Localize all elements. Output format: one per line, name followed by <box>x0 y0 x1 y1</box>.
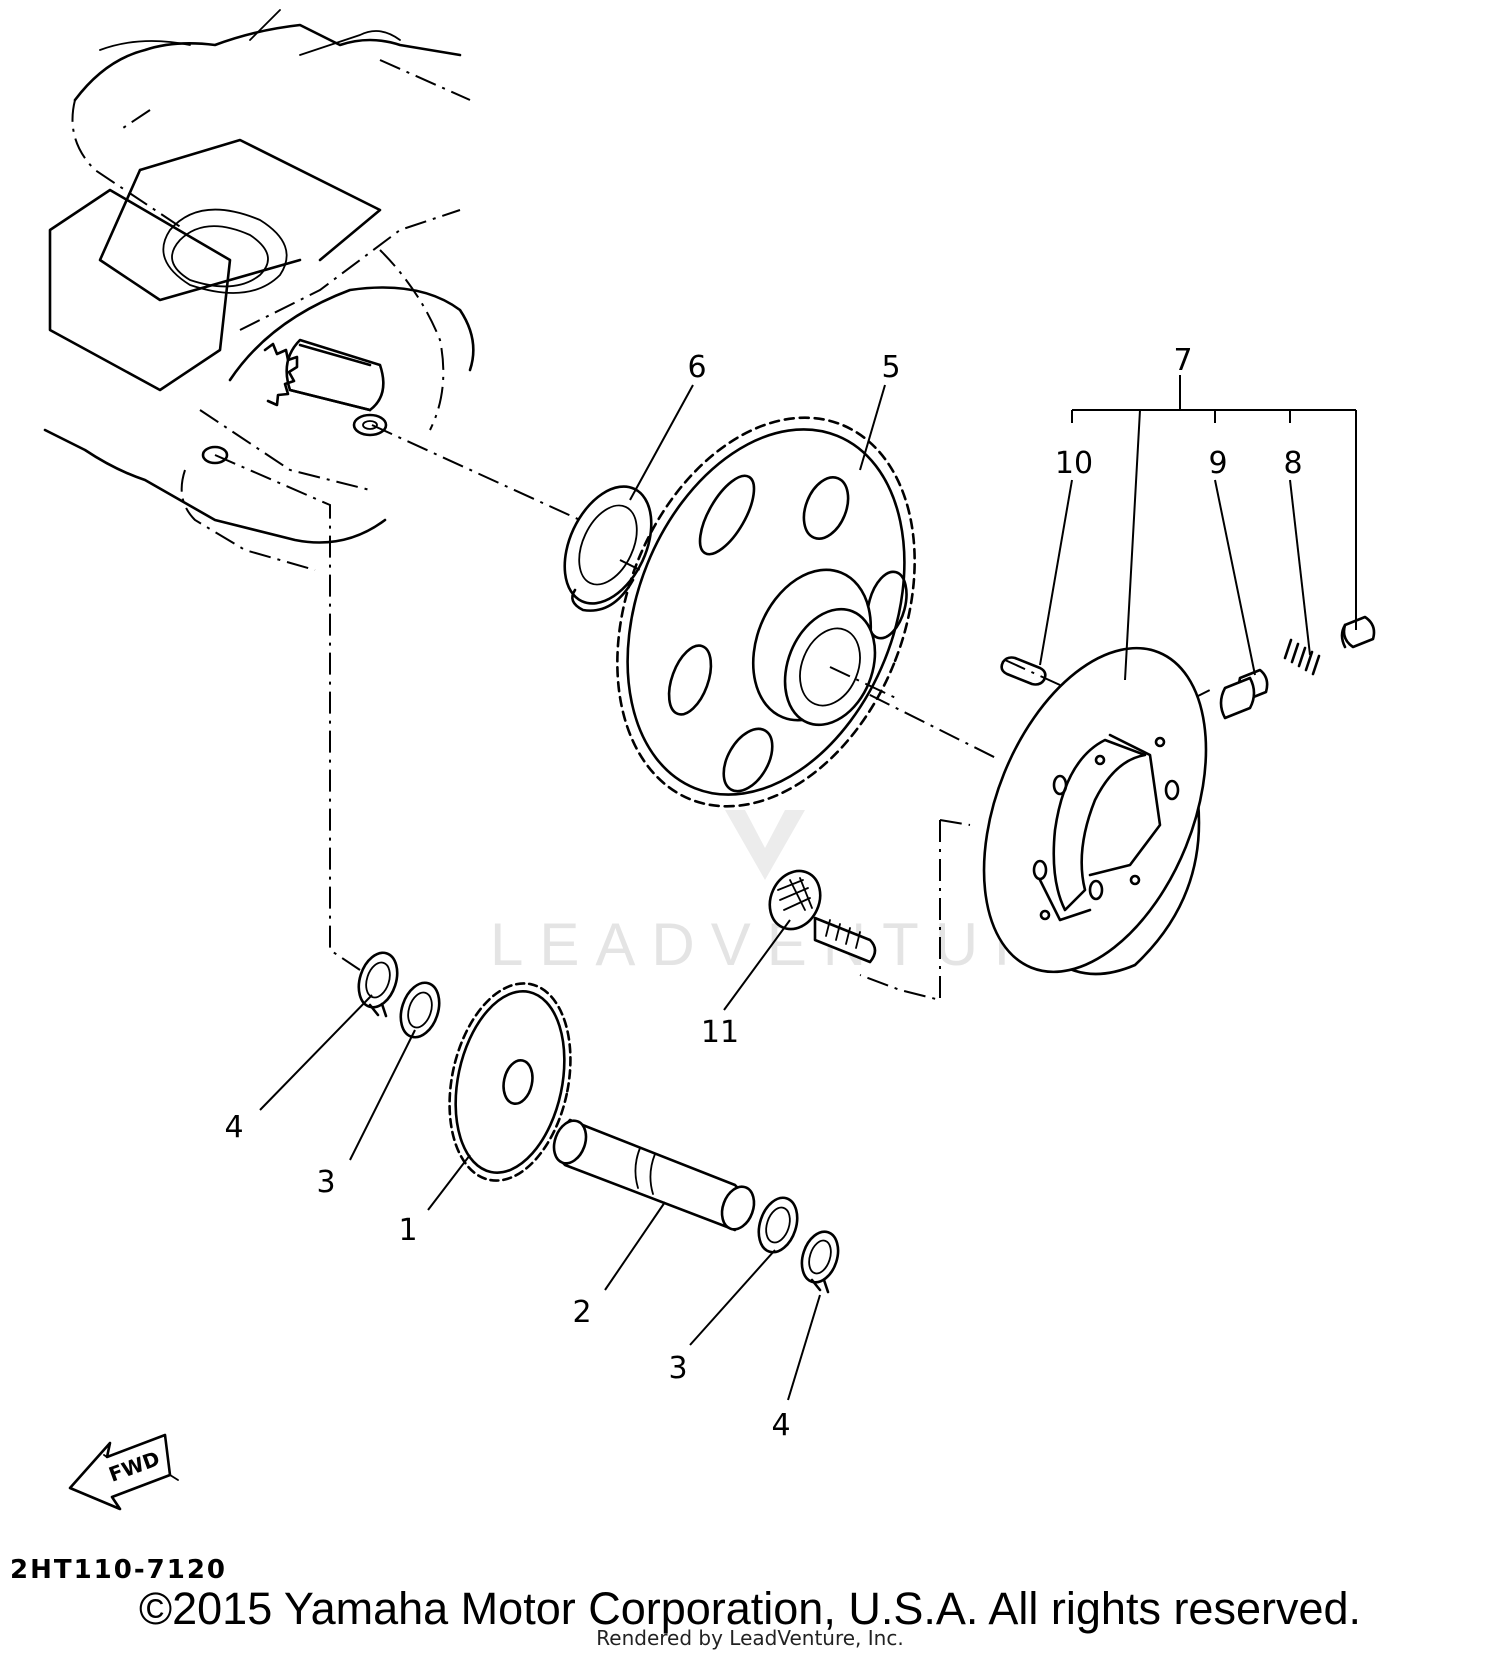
fwd-arrow-icon: FWD <box>68 1433 179 1511</box>
callout-3-left: 3 <box>316 1165 335 1200</box>
callout-labels: 6 5 7 10 9 8 11 4 3 1 2 3 4 <box>224 343 1302 1443</box>
part-2-shaft <box>552 1118 756 1232</box>
part-11-bolt <box>768 869 877 964</box>
callout-11: 11 <box>701 1015 739 1050</box>
callout-3-right: 3 <box>668 1351 687 1386</box>
callout-1: 1 <box>398 1213 417 1248</box>
leader-lines <box>259 375 1357 1401</box>
rendered-by-credit: Rendered by LeadVenture, Inc. <box>596 1626 904 1650</box>
callout-4-right: 4 <box>771 1408 790 1443</box>
callout-7: 7 <box>1173 343 1192 378</box>
engine-crankcase <box>43 9 475 571</box>
copyright-notice: ©2015 Yamaha Motor Corporation, U.S.A. A… <box>138 1583 1362 1634</box>
callout-10: 10 <box>1055 446 1093 481</box>
part-6-washer <box>563 485 653 612</box>
callout-9: 9 <box>1208 446 1227 481</box>
part-1-idler-gear <box>448 982 572 1182</box>
parts-8-9-10-small-parts <box>1000 615 1376 720</box>
callout-6: 6 <box>687 350 706 385</box>
part-5-starter-wheel-gear <box>616 416 916 808</box>
callout-2: 2 <box>572 1295 591 1330</box>
diagram-reference-code: 2HT110-7120 <box>10 1555 228 1585</box>
washers-and-circlips <box>357 951 840 1294</box>
part-7-starter-clutch <box>982 646 1208 976</box>
callout-8: 8 <box>1283 446 1302 481</box>
callout-4-left: 4 <box>224 1110 243 1145</box>
callout-5: 5 <box>881 350 900 385</box>
